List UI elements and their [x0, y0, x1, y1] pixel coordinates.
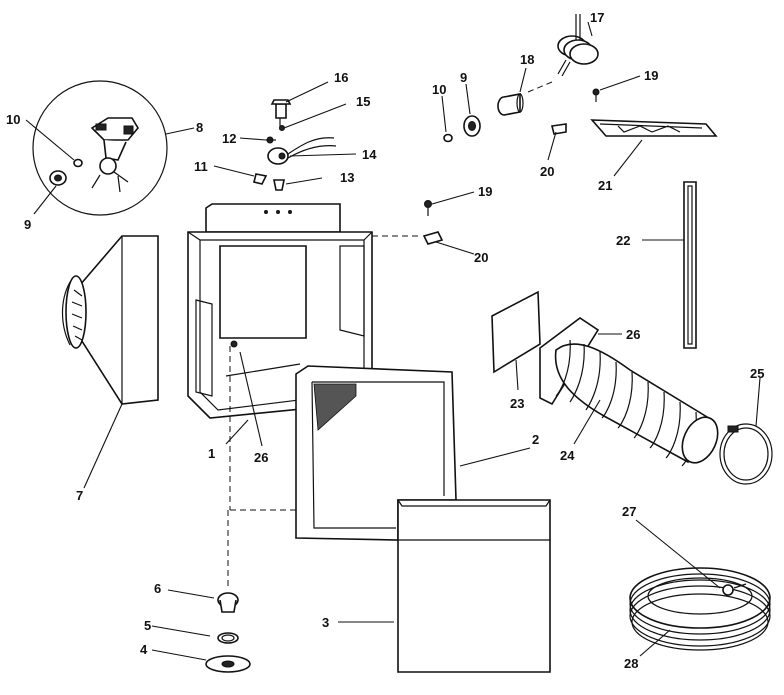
callout-14: 14 [362, 147, 377, 162]
callout-13: 13 [340, 170, 354, 185]
callout-21: 21 [598, 178, 612, 193]
callout-9: 9 [460, 70, 467, 85]
screws-parts-19-20 [422, 200, 444, 245]
callout-25: 25 [750, 366, 764, 381]
callout-10-inset: 10 [6, 112, 20, 127]
callout-28: 28 [624, 656, 638, 671]
front-panel-part-3 [397, 499, 551, 673]
drain-fittings-parts-4-5-6 [205, 592, 251, 673]
callout-20-upper: 20 [540, 164, 554, 179]
callout-18: 18 [520, 52, 534, 67]
callout-5: 5 [144, 618, 151, 633]
callout-20: 20 [474, 250, 488, 265]
callout-26: 26 [254, 450, 268, 465]
callout-12: 12 [222, 131, 236, 146]
callout-6: 6 [154, 581, 161, 596]
alignment-lines [227, 81, 553, 590]
callout-2: 2 [532, 432, 539, 447]
callout-19-upper: 19 [644, 68, 658, 83]
callout-23: 23 [510, 396, 524, 411]
callout-labels: 1 2 3 4 5 6 7 8 9 10 11 12 13 14 15 16 1… [6, 10, 764, 671]
plate-part-23 [491, 290, 541, 374]
callout-4: 4 [140, 642, 148, 657]
callout-22: 22 [616, 233, 630, 248]
inset-detail-circle [32, 80, 168, 216]
callout-15: 15 [356, 94, 370, 109]
control-components-parts-11-16 [253, 99, 337, 191]
callout-26-right: 26 [626, 327, 640, 342]
leader-lines [25, 21, 761, 661]
callout-11: 11 [194, 159, 208, 174]
callout-27: 27 [622, 504, 636, 519]
callout-17: 17 [590, 10, 604, 25]
callout-24: 24 [560, 448, 575, 463]
callout-7: 7 [76, 488, 83, 503]
callout-16: 16 [334, 70, 348, 85]
drip-tray-part-21 [551, 88, 718, 137]
vertical-strip-part-22 [683, 181, 697, 349]
callout-10: 10 [432, 82, 446, 97]
callout-3: 3 [322, 615, 329, 630]
callout-8: 8 [196, 120, 203, 135]
callout-19: 19 [478, 184, 492, 199]
coiled-hose-part-28 [629, 567, 771, 651]
filter-frame-part-2 [295, 365, 457, 541]
clamp-ring-part-25 [719, 423, 773, 485]
callout-9-inset: 9 [24, 217, 31, 232]
coil-and-fittings-parts-17-18 [443, 14, 599, 143]
flexible-duct-part-24 [539, 317, 719, 467]
hood-transition-part-7 [61, 235, 159, 405]
callout-1: 1 [208, 446, 215, 461]
